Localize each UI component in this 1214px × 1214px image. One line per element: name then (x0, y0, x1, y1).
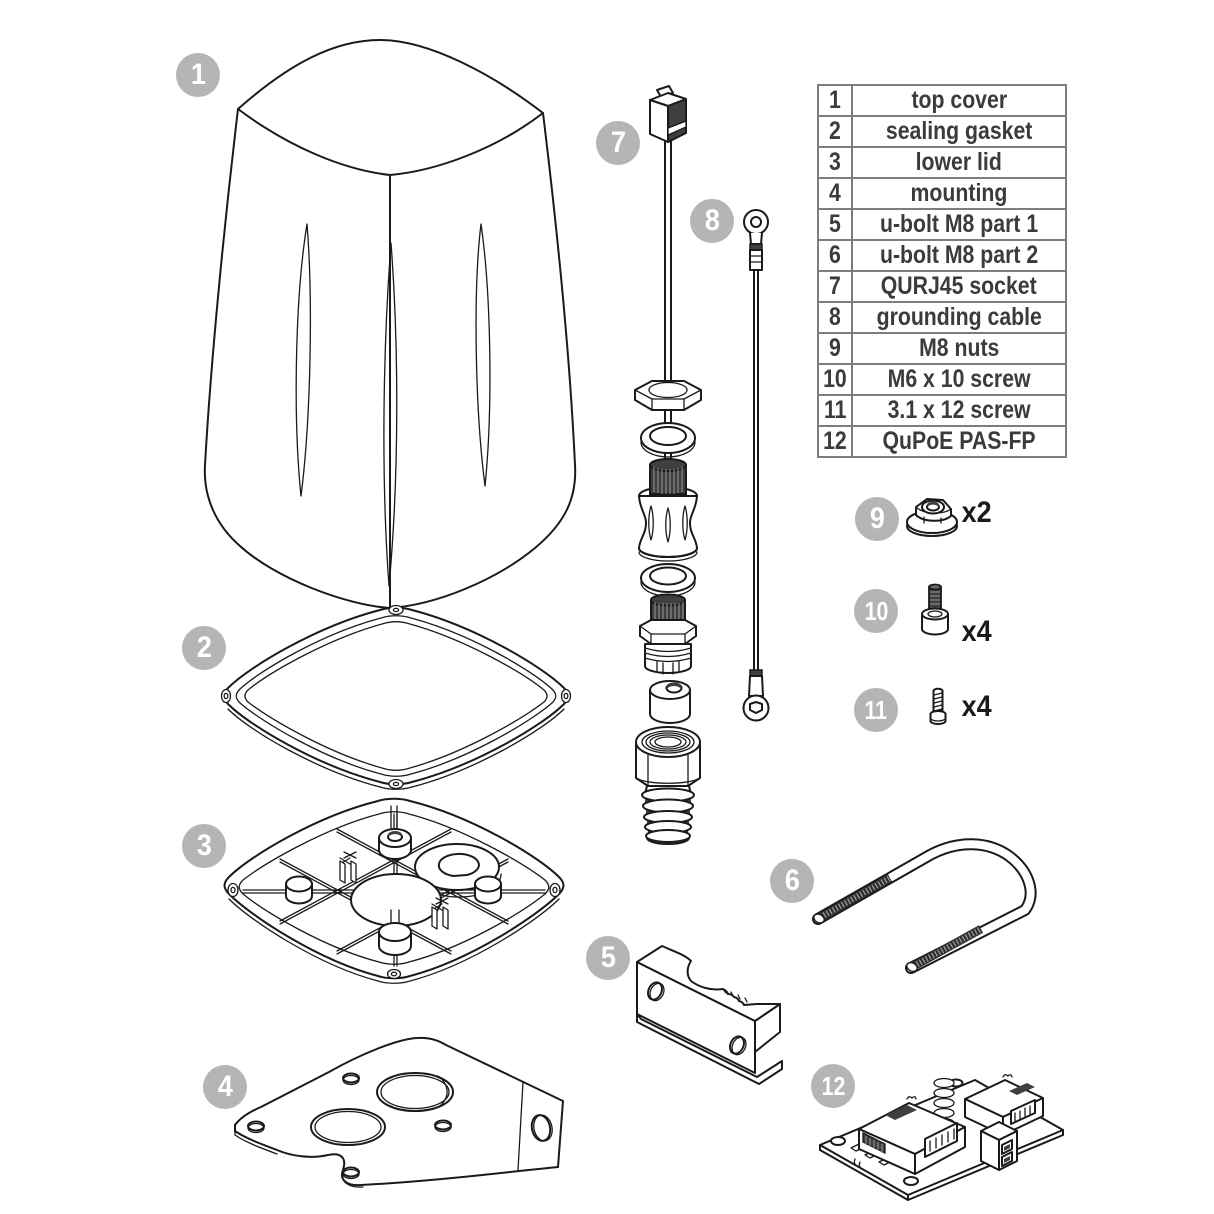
callout-4: 4 (203, 1065, 247, 1109)
lid-bottom-boss (378, 909, 412, 956)
pcb-terminal-block (980, 1121, 1018, 1171)
lid-post-left (285, 875, 313, 905)
part-name: M6 x 10 screw (851, 363, 1067, 396)
callout-3: 3 (182, 824, 226, 868)
part-name: sealing gasket (851, 115, 1067, 148)
part-number: 4 (817, 177, 853, 210)
sealing-gasket-drawing (220, 604, 572, 790)
lid-center-boss (350, 873, 442, 927)
ring-terminal-top (743, 209, 769, 245)
qty-m8-nuts: x2 (961, 496, 992, 529)
rj45-cable (664, 139, 672, 471)
screw-thread-stud (928, 583, 942, 612)
barb-fitting (635, 726, 701, 845)
part-number: 10 (817, 363, 853, 396)
cover-groove-center (383, 242, 398, 587)
lid-clip-1 (339, 851, 357, 884)
m6-screw-drawing (921, 583, 949, 636)
barrel-coupler (638, 495, 698, 562)
ubolt-drawing (812, 838, 1037, 974)
callout-9: 9 (855, 497, 899, 541)
callout-1: 1 (176, 53, 220, 97)
screw-socket-head (921, 607, 949, 636)
callout-6: 6 (770, 859, 814, 903)
ring-terminal-bottom (742, 694, 770, 722)
mounting-drawing (234, 1036, 564, 1188)
rj45-plug (649, 85, 687, 143)
part-name: lower lid (851, 146, 1067, 179)
lid-top-boss (378, 805, 412, 860)
part-name: grounding cable (851, 301, 1067, 334)
part-name: u-bolt M8 part 1 (851, 208, 1067, 241)
cover-groove-left (295, 223, 312, 497)
lower-lid-drawing (223, 797, 565, 984)
part-number: 7 (817, 270, 853, 303)
qurj45-socket-drawing (634, 85, 702, 845)
part-name: u-bolt M8 part 2 (851, 239, 1067, 272)
part-name: 3.1 x 12 screw (851, 394, 1067, 427)
part-number: 11 (817, 394, 853, 427)
part-name: QURJ45 socket (851, 270, 1067, 303)
callout-8: 8 (690, 199, 734, 243)
part-number: 1 (817, 84, 853, 117)
callout-12: 12 (811, 1064, 855, 1108)
lid-clip-2 (431, 897, 449, 930)
callout-10: 10 (854, 589, 898, 633)
ubolt-bracket-drawing (636, 945, 783, 1085)
ground-wire (753, 269, 759, 671)
part-number: 3 (817, 146, 853, 179)
part-number: 9 (817, 332, 853, 365)
part-number: 8 (817, 301, 853, 334)
hex-gland (639, 593, 697, 675)
part-number: 6 (817, 239, 853, 272)
grommet (649, 680, 691, 724)
callout-2: 2 (182, 626, 226, 670)
qty-small-screws: x4 (961, 690, 992, 723)
gland-hex-nut (634, 380, 702, 411)
top-cover-drawing (203, 39, 577, 609)
small-screw-drawing (929, 687, 947, 725)
part-name: mounting (851, 177, 1067, 210)
part-name: top cover (851, 84, 1067, 117)
lid-post-right (474, 875, 502, 905)
qty-m6-screws: x4 (961, 615, 992, 648)
part-number: 5 (817, 208, 853, 241)
grounding-cable-drawing (742, 209, 770, 722)
callout-7: 7 (596, 121, 640, 165)
cover-groove-right (475, 223, 491, 487)
part-number: 2 (817, 115, 853, 148)
gland-washer (640, 422, 696, 458)
part-name: QuPoE PAS-FP (851, 425, 1067, 458)
o-ring (640, 563, 696, 597)
callout-11: 11 (854, 688, 898, 732)
screw-head (929, 710, 947, 725)
pcb-rj45-front (858, 1096, 966, 1175)
qupoe-board-drawing (819, 1074, 1064, 1201)
knurled-cap (649, 458, 687, 495)
callout-5: 5 (586, 936, 630, 980)
m8-nut-drawing (906, 498, 958, 537)
part-number: 12 (817, 425, 853, 458)
part-name: M8 nuts (851, 332, 1067, 365)
